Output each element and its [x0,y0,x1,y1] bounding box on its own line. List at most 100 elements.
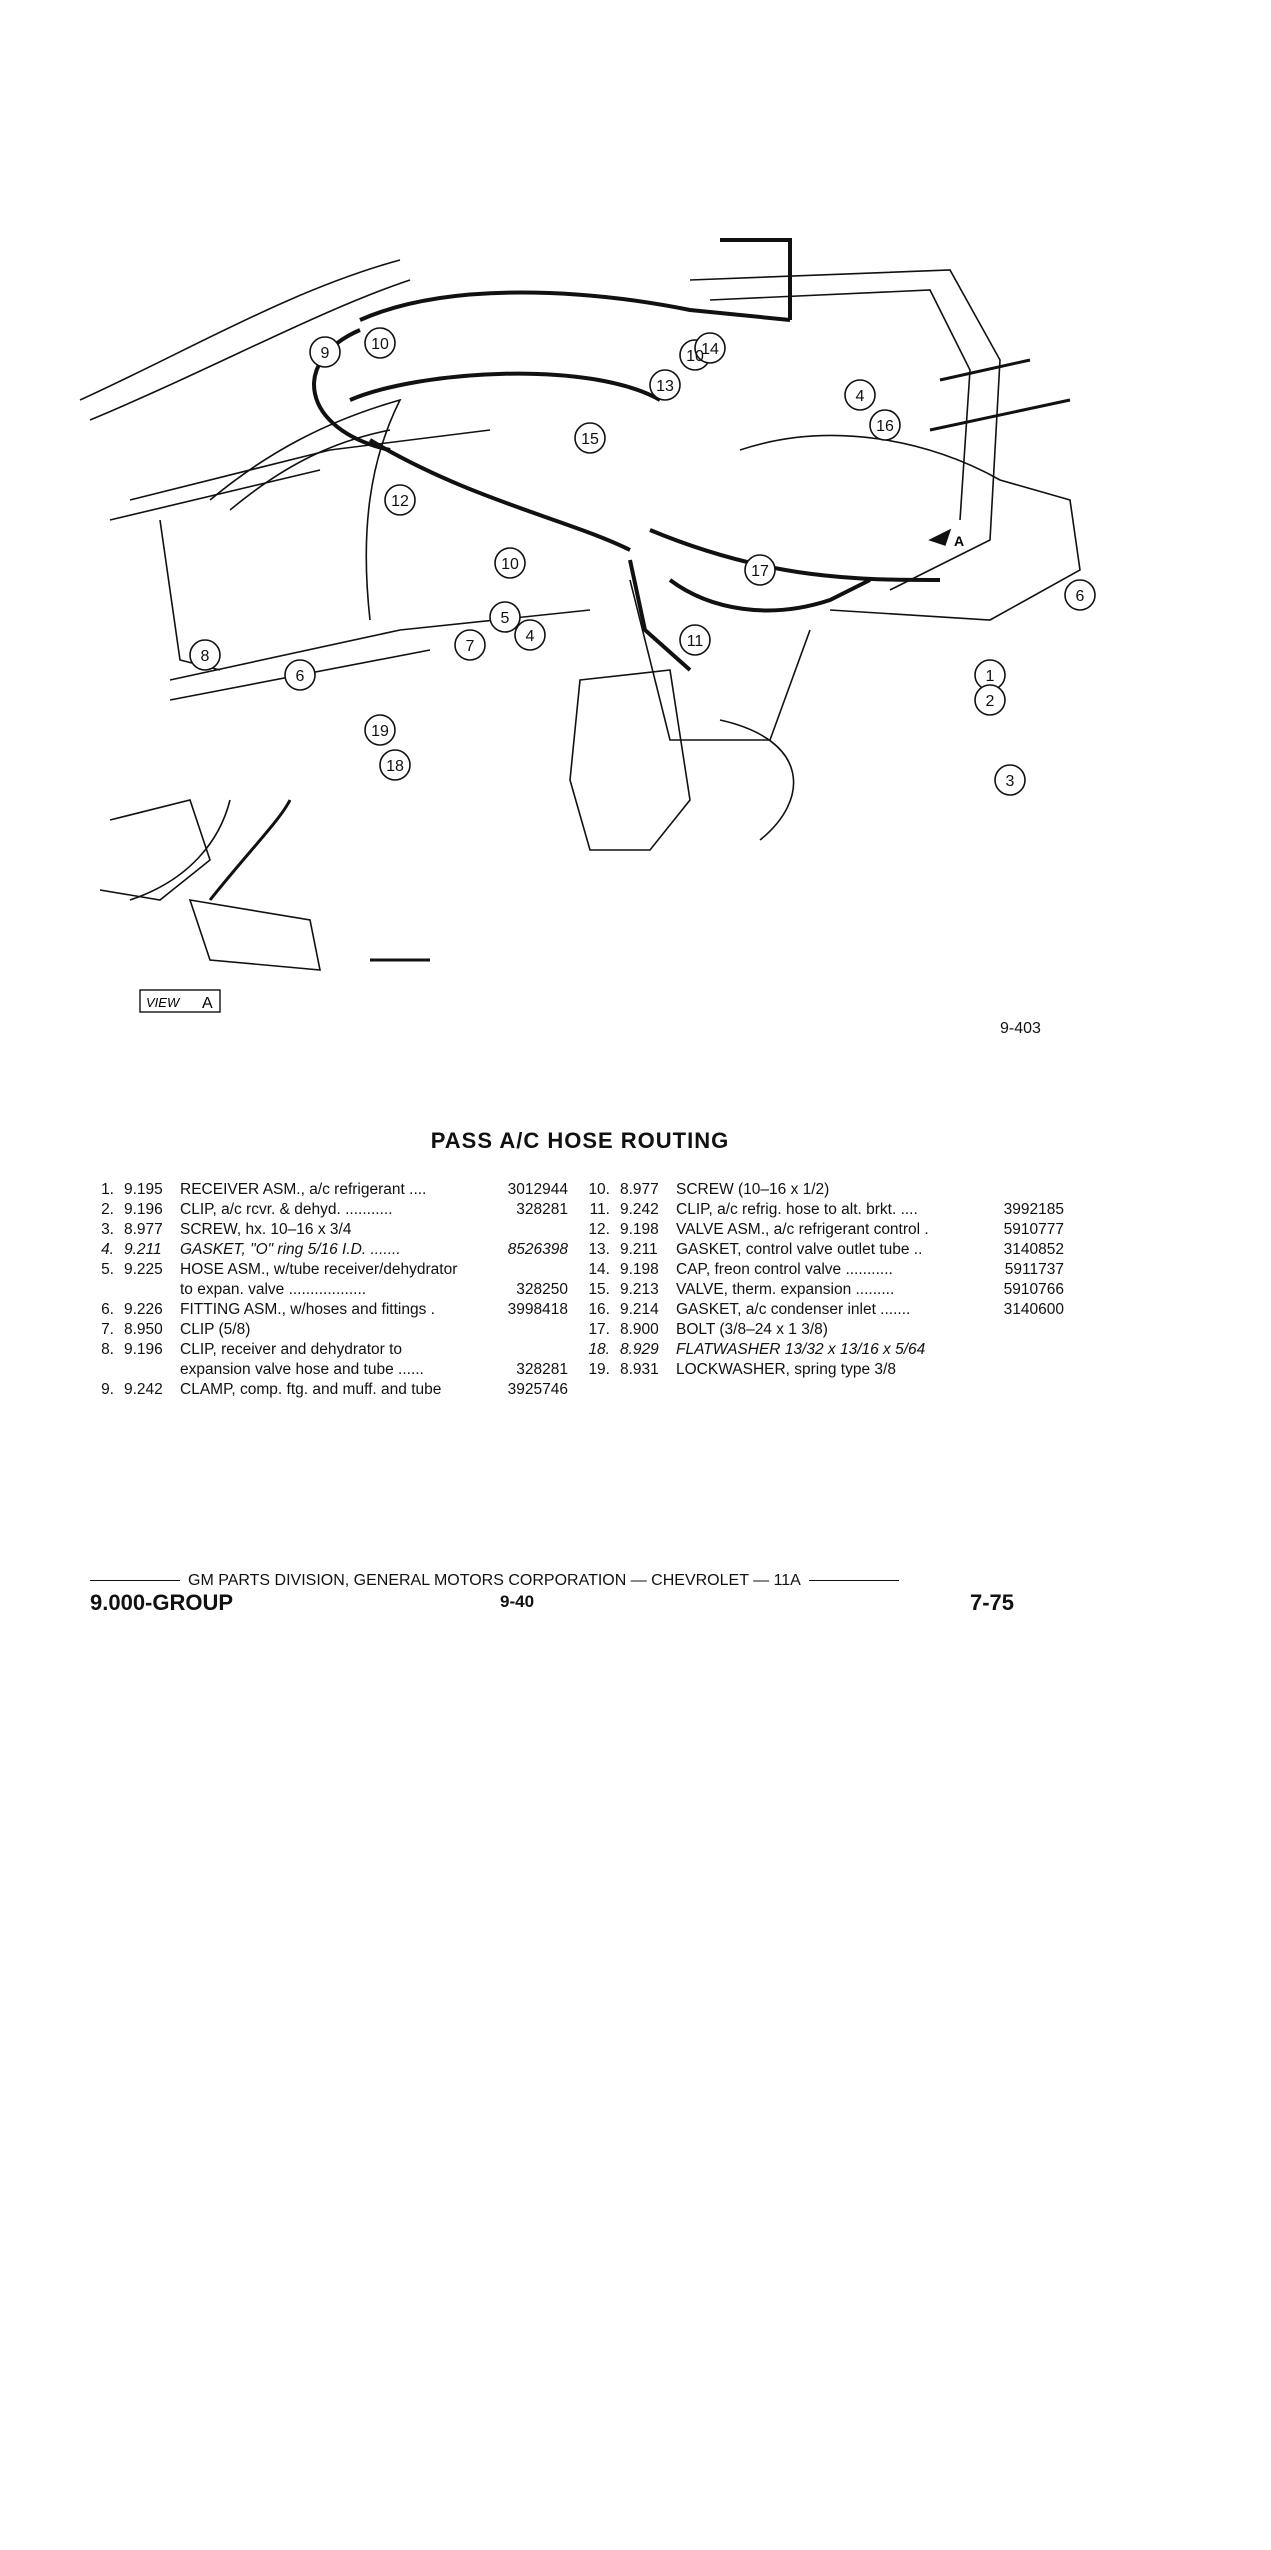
callout-label: 13 [656,378,674,395]
figure-id: 9-403 [1000,1020,1041,1037]
callout-circle [844,379,876,411]
footer-section-page: 7-75 [970,1590,1015,1615]
part-description: VALVE ASM., a/c refrigerant control . [676,1221,929,1238]
part-description: VALVE, therm. expansion ......... [676,1281,895,1298]
group-number: 9.211 [620,1241,658,1258]
callout-circle [694,332,726,364]
parts-row: 18. 8.929 FLATWASHER 13/32 x 13/16 x 5/64 [584,1340,1064,1360]
callout-label: 5 [501,610,510,627]
part-description: RECEIVER ASM., a/c refrigerant .... [180,1181,427,1198]
part-number: 328281 [516,1361,568,1378]
parts-row: 12. 9.198 VALVE ASM., a/c refrigerant cont… [584,1220,1064,1240]
callout-label: 9 [321,345,330,362]
group-number: 8.929 [620,1341,659,1358]
group-number: 9.213 [620,1281,659,1298]
parts-row: 2. 9.196 CLIP, a/c rcvr. & dehyd. ........… [88,1200,568,1220]
view-letter: A [202,995,213,1012]
group-number: 8.977 [124,1221,163,1238]
part-description: CLIP, a/c rcvr. & dehyd. ........... [180,1201,393,1218]
group-number: 9.225 [124,1261,163,1278]
footer-rule-left [90,1580,180,1582]
callout-circle [974,684,1006,716]
fender-line [79,259,401,401]
item-number: 13. [588,1241,610,1258]
item-number: 7. [101,1321,114,1338]
part-number: 5910766 [1003,1281,1064,1298]
callout-circle [994,764,1026,796]
callout-circle [309,336,341,368]
group-number: 8.977 [620,1181,659,1198]
footer-group: 9.000-GROUP [90,1590,234,1615]
item-number: 2. [101,1201,114,1218]
part-description: CLIP, receiver and dehydrator to [180,1341,403,1358]
item-number: 11. [589,1201,610,1218]
footer-division: GM PARTS DIVISION, GENERAL MOTORS CORPOR… [188,1572,801,1589]
item-number: 9. [101,1381,114,1398]
callout-label: 10 [686,348,704,365]
group-number: 9.214 [620,1301,659,1318]
callout-label: 1 [986,668,995,685]
group-number: 9.195 [124,1181,163,1198]
group-number: 9.198 [620,1221,659,1238]
callout-label: 10 [501,556,519,573]
group-number: 9.211 [124,1241,162,1258]
part-description: SCREW, hx. 10–16 x 3/4 [180,1221,352,1238]
callout-circle [514,619,546,651]
part-description: CLIP, a/c refrig. hose to alt. brkt. ...… [676,1201,918,1218]
footer-division-line: GM PARTS DIVISION, GENERAL MOTORS CORPOR… [90,1572,1018,1590]
callout-circle [384,484,416,516]
item-number: 5. [101,1261,114,1278]
callout-circle [189,639,221,671]
item-number: 16. [588,1301,610,1318]
parts-list-left: 1. 9.195 RECEIVER ASM., a/c refrigerant ..… [88,1180,568,1400]
callout-label: 6 [296,668,305,685]
part-number: 3992185 [1003,1201,1064,1218]
item-number: 3. [101,1221,114,1238]
part-description: GASKET, "O" ring 5/16 I.D. ....... [180,1241,401,1258]
part-description: HOSE ASM., w/tube receiver/dehydrator [180,1261,458,1278]
hose-routing-diagram: VIEW A A 1234456678910101011121314151617… [79,238,1096,1013]
part-number: 3998418 [507,1301,568,1318]
parts-row: 8. 9.196 CLIP, receiver and dehydrator to [88,1340,568,1360]
part-description: CLAMP, comp. ftg. and muff. and tube [180,1381,442,1398]
arrow-label: A [954,533,964,549]
callout-circle [679,624,711,656]
part-description: to expan. valve .................. [180,1281,367,1298]
group-number: 9.242 [620,1201,659,1218]
part-number: 5911737 [1004,1261,1064,1278]
part-description: FLATWASHER 13/32 x 13/16 x 5/64 [676,1341,926,1358]
item-number: 1. [101,1181,114,1198]
footer-rule-right [808,1580,899,1582]
group-number: 9.226 [124,1301,163,1318]
part-description: FITTING ASM., w/hoses and fittings . [180,1301,435,1318]
item-number: 19. [588,1361,610,1378]
item-number: 18. [588,1341,610,1358]
item-number: 12. [588,1221,610,1238]
part-number: 3140852 [1003,1241,1064,1258]
group-number: 8.900 [620,1321,659,1338]
part-number: 5910777 [1003,1221,1064,1238]
parts-row: 5. 9.225 HOSE ASM., w/tube receiver/dehydr… [88,1260,568,1280]
group-number: 9.196 [124,1341,163,1358]
group-number: 8.931 [620,1361,659,1378]
callout-label: 4 [526,628,535,645]
callout-label: 16 [876,418,894,435]
item-number: 8. [101,1341,114,1358]
part-number: 8526398 [507,1241,568,1258]
callout-label: 4 [856,388,865,405]
callout-circle [1064,579,1096,611]
parts-row: expansion valve hose and tube ...... 3282… [88,1360,568,1380]
group-number: 8.950 [124,1321,163,1338]
callout-circle [364,714,396,746]
callout-circle [379,749,411,781]
part-description: expansion valve hose and tube ...... [180,1361,424,1378]
view-label: VIEW [146,995,181,1010]
group-number: 9.196 [124,1201,163,1218]
